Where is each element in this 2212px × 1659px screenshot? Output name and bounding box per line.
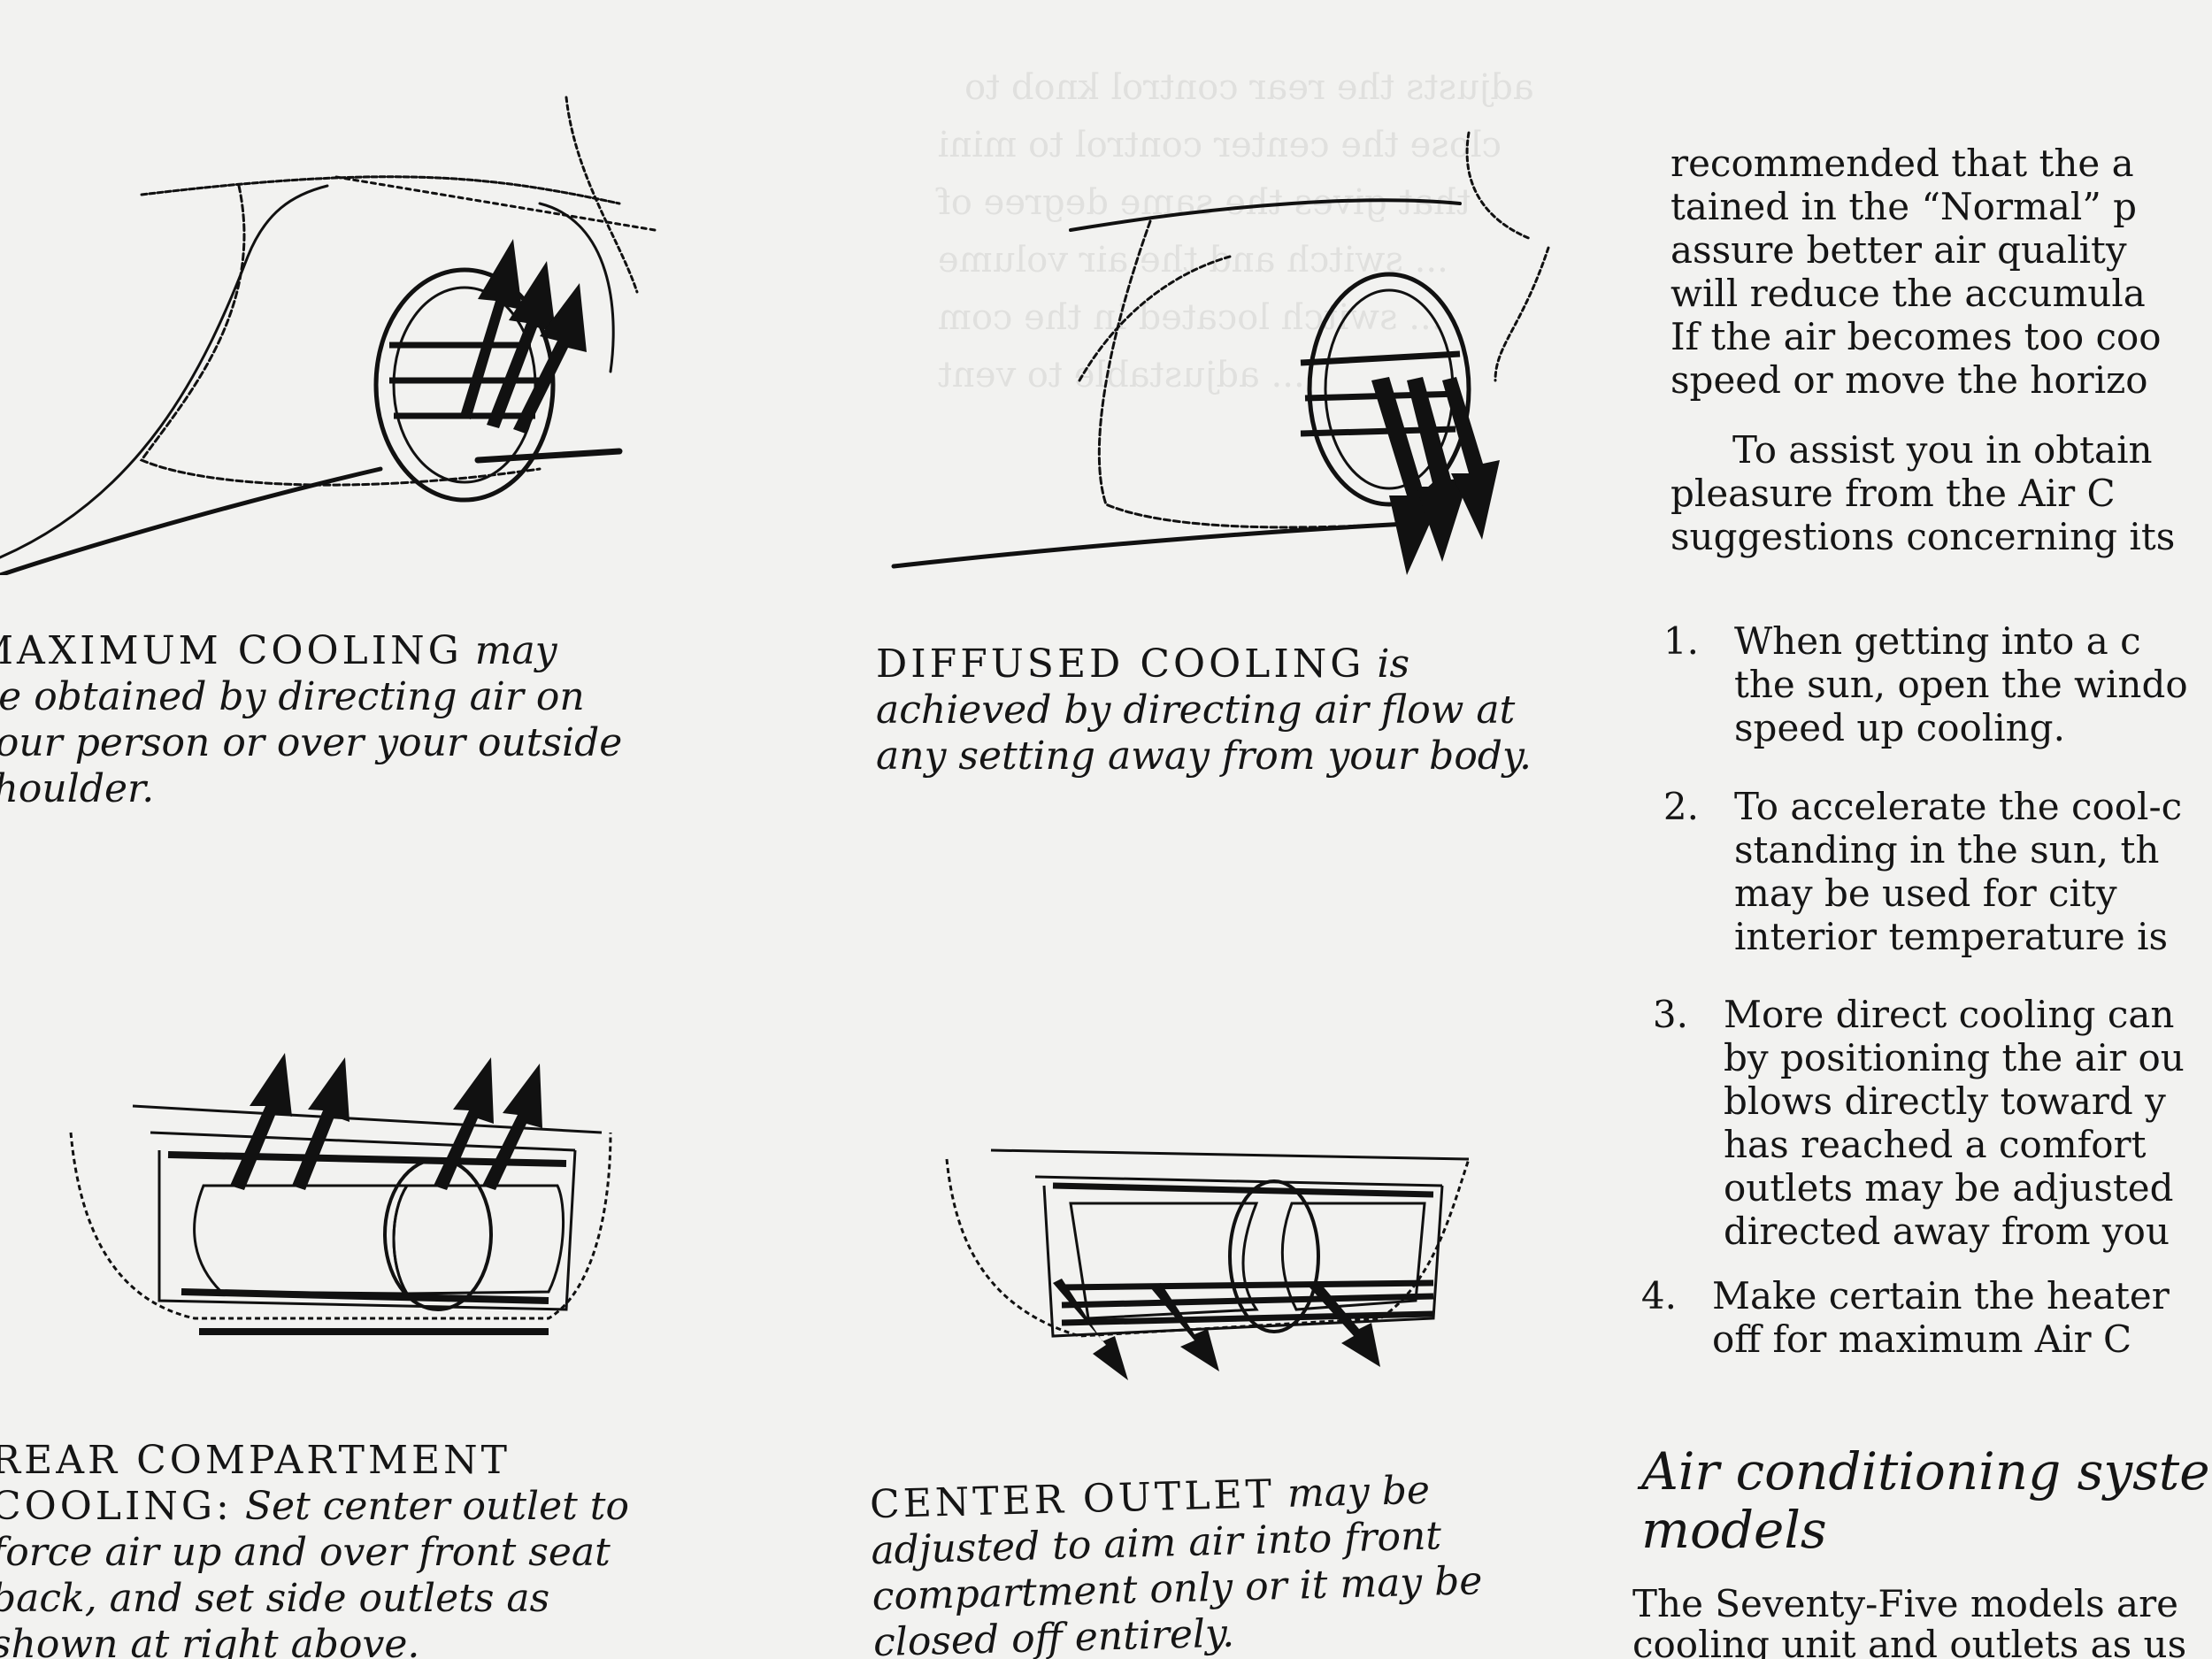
caption-text: Set center outlet to xyxy=(244,1484,629,1529)
heading-line: models xyxy=(1641,1500,1827,1560)
section-body: The Seventy-Five models are cooling unit… xyxy=(1632,1584,2186,1659)
caption-line: your person or over your outside xyxy=(0,720,623,765)
body-line: cooling unit and outlets as us xyxy=(1632,1623,2187,1659)
caption-line: back, and set side outlets as xyxy=(0,1576,550,1621)
list-line: standing in the sun, th xyxy=(1734,828,2160,872)
caption-line: any setting away from your body. xyxy=(876,733,1532,779)
right-column-text: recommended that the a tained in the “No… xyxy=(1671,142,2212,558)
max-cooling-title: MAXIMUM COOLING xyxy=(0,628,463,673)
caption-line: shown at right above. xyxy=(0,1622,420,1659)
list-line: To accelerate the cool-c xyxy=(1734,785,2183,828)
max-cooling-caption: MAXIMUM COOLING may be obtained by direc… xyxy=(0,628,699,812)
body-line: pleasure from the Air C xyxy=(1671,472,2116,515)
list-number: 2. xyxy=(1663,785,1699,828)
body-line: suggestions concerning its xyxy=(1671,515,2176,558)
list-line: has reached a comfort xyxy=(1724,1123,2147,1166)
list-line: may be used for city xyxy=(1734,872,2117,915)
list-line: by positioning the air ou xyxy=(1724,1036,2185,1079)
section-heading: Air conditioning syste models xyxy=(1641,1442,2210,1559)
caption-text: is xyxy=(1377,641,1410,687)
caption-line: be obtained by directing air on xyxy=(0,674,585,719)
heading-line: Air conditioning syste xyxy=(1641,1441,2210,1502)
max-cooling-illustration xyxy=(0,80,672,575)
list-line: interior temperature is xyxy=(1734,915,2169,958)
body-line: The Seventy-Five models are xyxy=(1632,1582,2178,1625)
body-line: will reduce the accumula xyxy=(1671,272,2146,315)
list-line: off for maximum Air C xyxy=(1712,1317,2132,1361)
list-item: 4. Make certain the heater off for maxim… xyxy=(1624,1274,2212,1371)
body-line: To assist you in obtain xyxy=(1732,428,2153,472)
caption-line: shoulder. xyxy=(0,766,155,811)
rear-compartment-caption: REAR COMPARTMENT COOLING: Set center out… xyxy=(0,1438,717,1659)
list-line: the sun, open the windo xyxy=(1734,663,2188,706)
center-outlet-caption: CENTER OUTLET may be adjusted to aim air… xyxy=(869,1464,1563,1659)
body-line: speed or move the horizo xyxy=(1671,358,2148,402)
list-number: 4. xyxy=(1640,1274,1677,1317)
list-number: 1. xyxy=(1663,619,1699,663)
body-line: recommended that the a xyxy=(1671,142,2134,185)
list-line: More direct cooling can xyxy=(1724,993,2175,1036)
caption-line: force air up and over front seat xyxy=(0,1530,611,1575)
diffused-cooling-title: DIFFUSED COOLING xyxy=(876,641,1365,687)
center-outlet-illustration xyxy=(938,1106,1486,1398)
bleed-line: adjusts the rear control knob to xyxy=(964,67,1534,108)
diffused-cooling-caption: DIFFUSED COOLING is achieved by directin… xyxy=(876,641,1601,780)
rear-compartment-illustration xyxy=(53,1053,637,1354)
rear-compartment-title: REAR COMPARTMENT xyxy=(0,1438,511,1483)
list-item: 1. When getting into a c the sun, open t… xyxy=(1646,619,2212,770)
list-line: blows directly toward y xyxy=(1724,1079,2166,1123)
list-item: 2. To accelerate the cool-c standing in … xyxy=(1646,785,2212,962)
list-item: 3. More direct cooling can by positionin… xyxy=(1635,993,2212,1258)
list-line: Make certain the heater xyxy=(1712,1274,2170,1317)
list-line: outlets may be adjusted xyxy=(1724,1166,2174,1210)
diffused-cooling-illustration xyxy=(876,115,1601,637)
caption-line: achieved by directing air flow at xyxy=(876,687,1516,733)
body-line: tained in the “Normal” p xyxy=(1671,185,2138,228)
body-line: assure better air quality xyxy=(1671,228,2127,272)
body-line: If the air becomes too coo xyxy=(1671,315,2162,358)
list-line: directed away from you xyxy=(1724,1210,2170,1253)
list-line: When getting into a c xyxy=(1734,619,2141,663)
rear-compartment-title-2: COOLING: xyxy=(0,1484,233,1529)
caption-text: may be xyxy=(1286,1467,1431,1517)
list-line: speed up cooling. xyxy=(1734,706,2065,749)
list-number: 3. xyxy=(1652,993,1688,1036)
caption-text: may xyxy=(474,628,557,673)
